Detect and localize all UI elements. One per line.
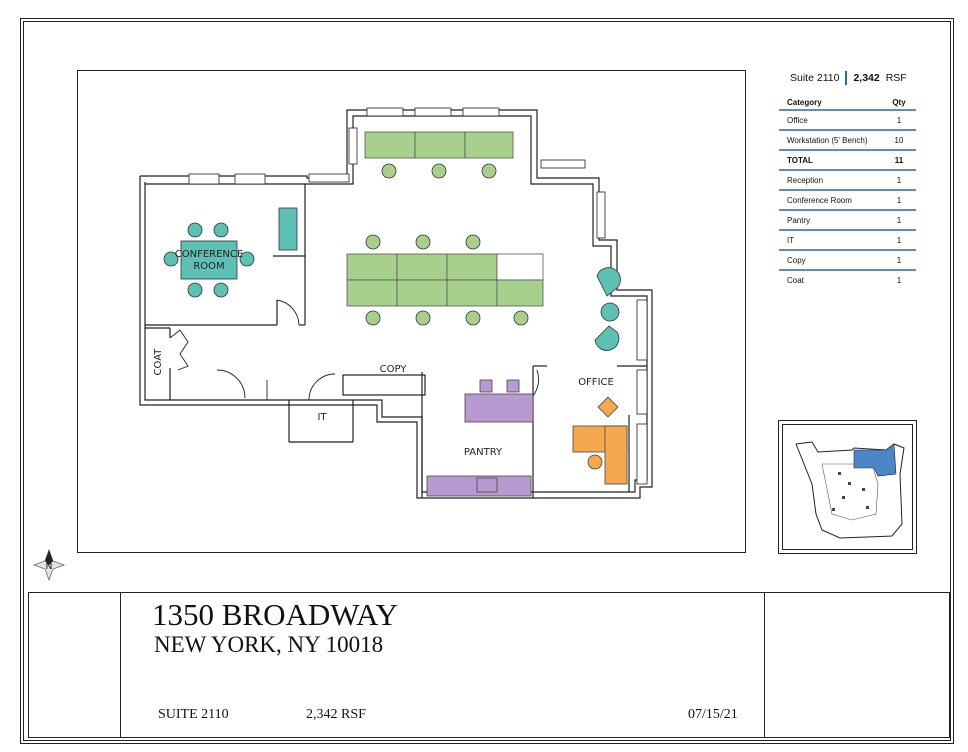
key-plan-frame-inner xyxy=(782,424,913,550)
header-category: Category xyxy=(779,95,882,111)
pantry-furniture xyxy=(426,379,534,497)
suite-summary: Suite 2110 2,342 RSF xyxy=(790,71,907,85)
title-block xyxy=(28,592,950,738)
label-conference-2: ROOM xyxy=(193,261,224,272)
workstation-chairs xyxy=(365,163,529,326)
floor-plan-frame xyxy=(77,70,746,553)
category-table-header: Category Qty xyxy=(779,95,916,111)
key-plan-suite-highlight xyxy=(853,443,897,477)
floor-plan: CONFERENCE ROOM COAT COPY IT OFFICE PANT… xyxy=(139,107,653,499)
suite-rsf-value: 2,342 xyxy=(853,72,880,84)
key-plan-frame xyxy=(778,420,917,554)
label-pantry: PANTRY xyxy=(464,447,503,458)
row-qty: 1 xyxy=(882,110,916,131)
row-qty: 1 xyxy=(882,250,916,271)
label-coat: COAT xyxy=(153,348,164,376)
key-plan xyxy=(795,441,905,539)
address-line-2: NEW YORK, NY 10018 xyxy=(154,632,384,657)
row-label: IT xyxy=(779,230,882,251)
row-label: Coat xyxy=(787,275,804,285)
sheet-border-outer xyxy=(20,18,954,744)
row-qty: 10 xyxy=(882,130,916,151)
header-qty: Qty xyxy=(882,95,916,111)
row-qty: 11 xyxy=(882,150,916,171)
title-block-divider-left xyxy=(120,592,121,738)
sheet-border-inner xyxy=(23,21,951,741)
label-it: IT xyxy=(317,412,327,423)
title-block-divider-right xyxy=(764,592,765,738)
row-label: Conference Room xyxy=(779,190,882,211)
north-label: N xyxy=(46,562,53,572)
suite-name: Suite 2110 xyxy=(790,72,840,84)
reception-seating xyxy=(594,267,621,351)
conference-table xyxy=(180,240,238,280)
row-label: TOTAL xyxy=(779,150,882,171)
label-conference-1: CONFERENCE xyxy=(175,249,243,260)
title-suite: SUITE 2110 xyxy=(158,707,229,722)
row-qty: 1 xyxy=(882,190,916,211)
row-label: Workstation (5' Bench) xyxy=(779,130,882,151)
workstation-bench-center xyxy=(346,253,544,307)
label-office: OFFICE xyxy=(578,377,614,388)
table-row: Workstation (5' Bench)10 xyxy=(779,130,916,151)
plan-walls-inner xyxy=(144,115,648,493)
table-row: Coat 1 xyxy=(779,270,916,289)
row-label: Copy xyxy=(779,250,882,271)
office-furniture xyxy=(572,396,628,485)
label-copy: COPY xyxy=(380,364,408,375)
row-label: Pantry xyxy=(779,210,882,231)
address-line-1: 1350 BROADWAY xyxy=(152,597,399,632)
suite-separator xyxy=(845,71,848,85)
north-arrow-icon: N xyxy=(32,548,66,582)
row-qty: 1 xyxy=(896,275,902,285)
workstation-bench-top xyxy=(364,131,514,159)
plan-walls-outer xyxy=(139,109,653,499)
title-rsf: 2,342 RSF xyxy=(306,707,366,722)
row-qty: 1 xyxy=(882,170,916,191)
title-date: 07/15/21 xyxy=(688,707,738,722)
credenza xyxy=(278,207,298,251)
row-qty: 1 xyxy=(882,210,916,231)
row-qty: 1 xyxy=(882,230,916,251)
row-label: Office xyxy=(779,110,882,131)
suite-rsf-unit: RSF xyxy=(885,72,907,84)
row-label: Reception xyxy=(779,170,882,191)
conference-chairs xyxy=(163,222,255,298)
